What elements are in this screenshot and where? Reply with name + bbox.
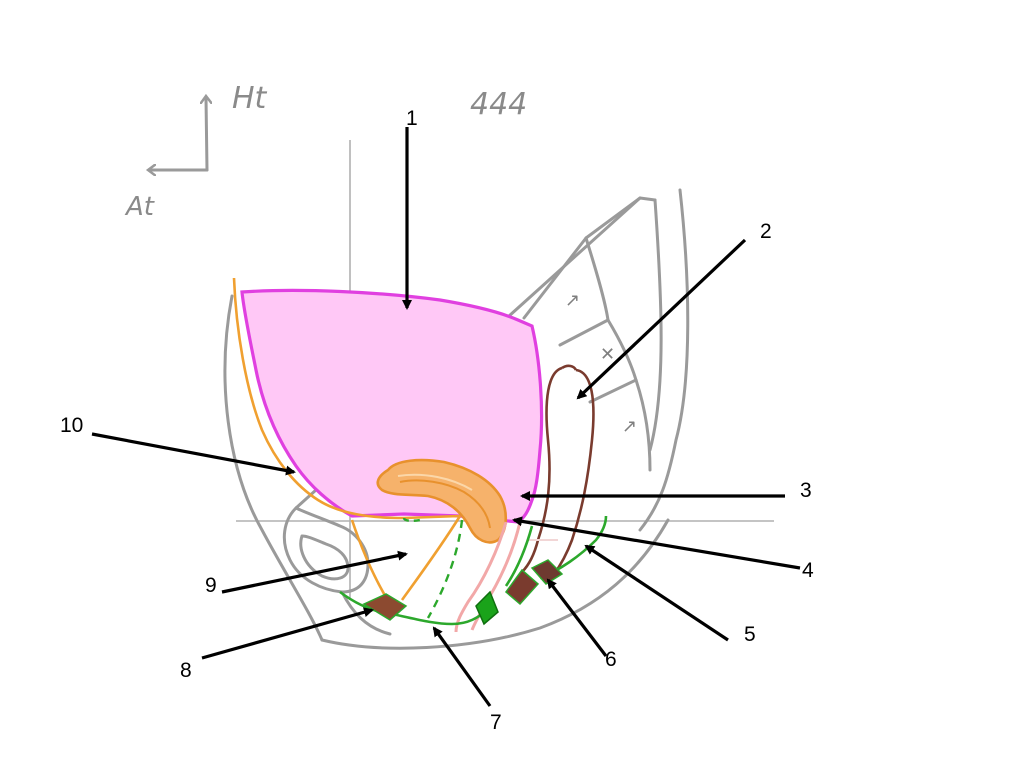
leader-2: [576, 238, 747, 400]
orientation-indicator: Ht At: [124, 81, 268, 222]
bladder: [240, 288, 544, 524]
leader-4: [512, 516, 801, 570]
label-2: 2: [760, 220, 772, 243]
arrow-up-icon: [206, 98, 207, 172]
leader-8: [201, 607, 374, 660]
vertebra-mark-3: ↗: [622, 416, 637, 437]
label-5: 5: [744, 623, 756, 646]
rectum: [521, 366, 595, 575]
anal-sphincter-ring: [504, 568, 540, 606]
leader-9: [221, 550, 408, 594]
label-3: 3: [800, 479, 812, 502]
bulbospongiosus: [362, 593, 408, 621]
label-9: 9: [205, 574, 217, 597]
label-1: 1: [406, 107, 418, 130]
perineal-body: [475, 590, 499, 626]
uterus: [376, 458, 508, 544]
label-4: 4: [802, 559, 814, 582]
up-label: Ht: [232, 81, 268, 116]
leader-5: [584, 544, 729, 642]
label-10: 10: [60, 414, 83, 437]
label-8: 8: [180, 659, 192, 682]
label-7: 7: [490, 711, 502, 734]
label-6: 6: [605, 648, 617, 671]
external-sphincter: [530, 559, 564, 585]
leader-6: [546, 578, 608, 657]
labels: 1 2 3 4 5 6 7 8 9 10: [60, 107, 814, 734]
leader-7: [432, 626, 492, 707]
leader-lines: [91, 127, 801, 707]
anterior-label: At: [124, 192, 155, 222]
vertebra-mark-2: ✕: [600, 344, 615, 365]
vertebra-mark-1: ↗: [565, 290, 580, 311]
leader-10: [91, 432, 296, 476]
figure-number: 444: [470, 87, 527, 122]
